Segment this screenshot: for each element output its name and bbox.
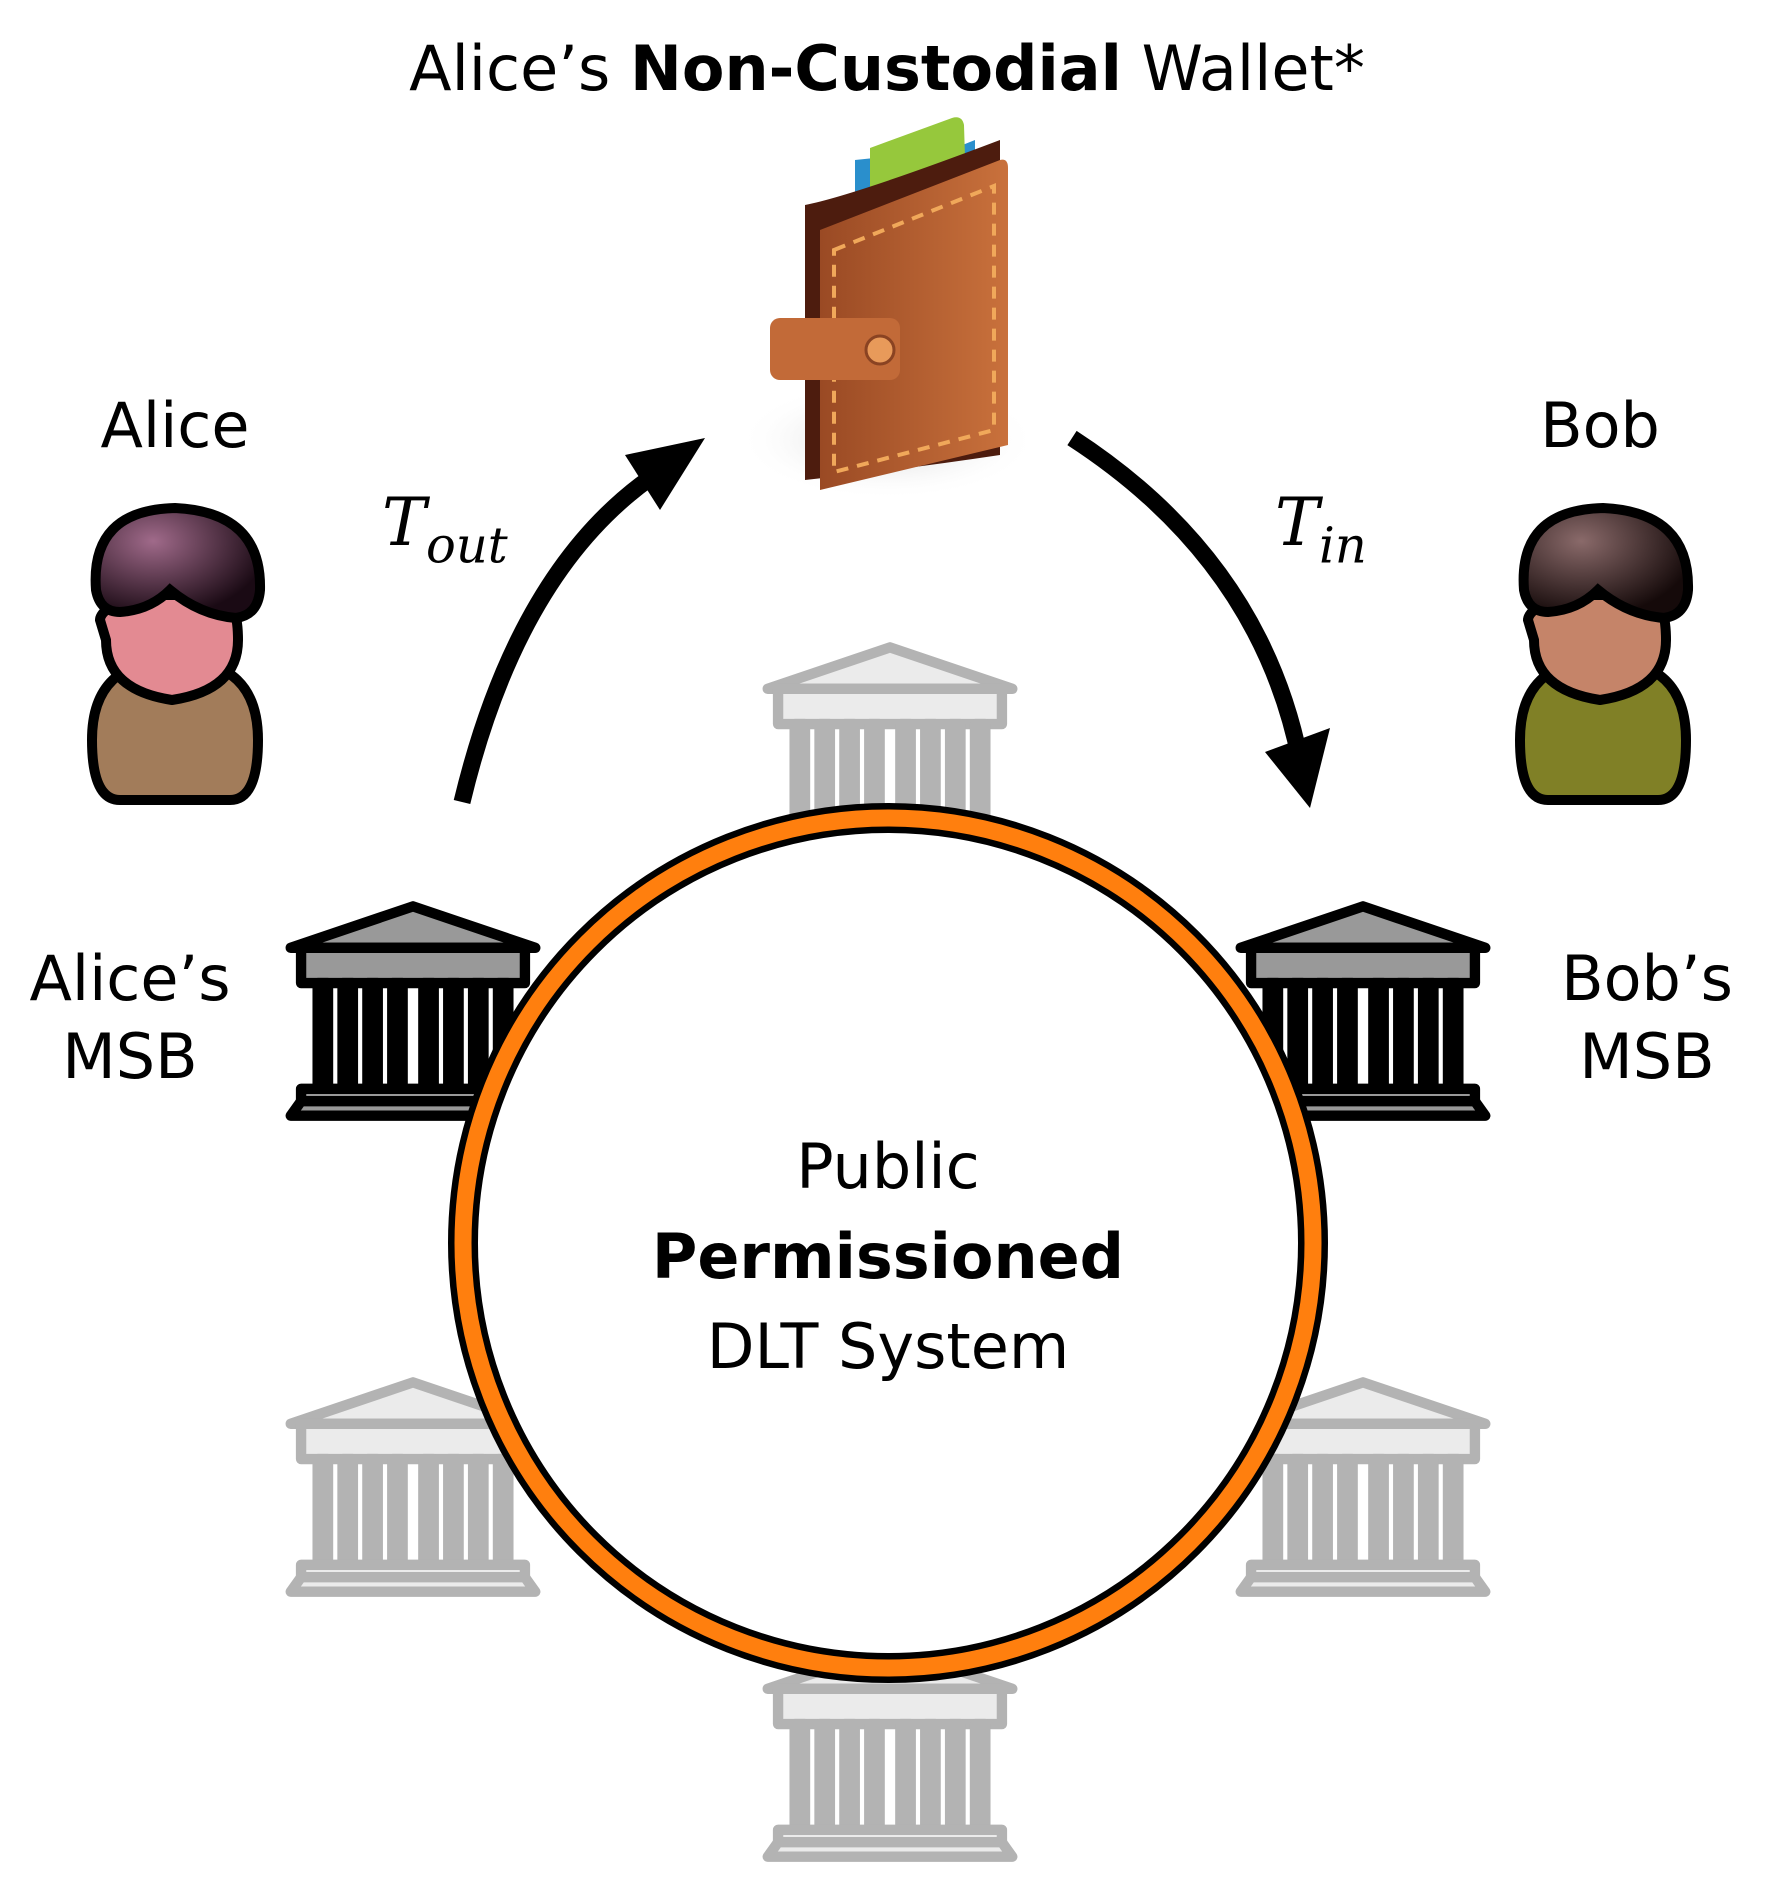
bob-msb-line2: MSB [1579, 1019, 1715, 1093]
alice-msb-line2: MSB [62, 1019, 198, 1093]
wallet-title: Alice’s Non-Custodial Wallet* [0, 38, 1774, 100]
arrow-icon-t-out [453, 438, 705, 804]
t-in-sub: in [1319, 516, 1367, 575]
t-out-sub: out [426, 516, 508, 575]
alice-msb-line1: Alice’s [29, 942, 231, 1015]
wallet-title-prefix: Alice’s [409, 32, 611, 105]
arrow-icon-t-in [1067, 430, 1330, 808]
bob-msb-line1: Bob’s [1561, 942, 1733, 1015]
dlt-line-system: DLT System [706, 1309, 1070, 1383]
dlt-line-permissioned: Permissioned [588, 1212, 1188, 1302]
bob-label: Bob [1540, 389, 1660, 462]
alice-msb-label: Alice’s MSB [0, 940, 260, 1095]
t-in-base: T [1275, 484, 1320, 561]
bob-msb-label: Bob’s MSB [1520, 940, 1774, 1095]
wallet-title-suffix: Wallet* [1141, 32, 1365, 105]
dlt-ring [448, 803, 1328, 1683]
t-out-label: Tout [382, 490, 508, 571]
dlt-permissioned-bold: Permissioned [651, 1219, 1125, 1293]
wallet-title-bold: Non-Custodial [630, 32, 1122, 105]
t-in-label: Tin [1275, 490, 1367, 571]
alice-label: Alice [100, 389, 250, 462]
dlt-line-public: Public [796, 1130, 980, 1203]
person-icon-bob [1514, 502, 1694, 805]
dlt-system-label: Public Permissioned DLT System [588, 1122, 1188, 1392]
wallet-icon [738, 117, 1038, 500]
t-out-base: T [382, 484, 427, 561]
person-icon-alice [86, 502, 266, 805]
